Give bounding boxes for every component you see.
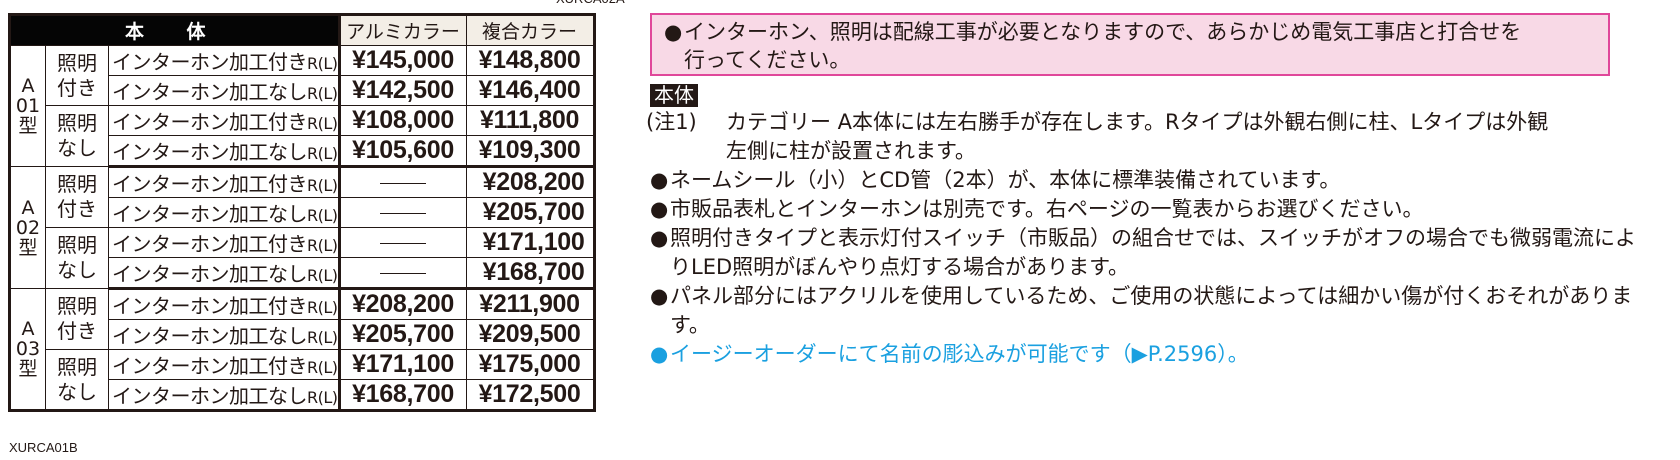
item-name-cell: インターホン加工なしR(L) [108, 197, 340, 228]
item-name-cell: インターホン加工なしR(L) [108, 319, 340, 350]
lighting-cell: 照明 付き [45, 45, 109, 106]
alumi-price-cell-empty [337, 257, 467, 290]
dash-icon [380, 213, 427, 214]
alumi-price-cell: ¥142,500 [337, 75, 467, 106]
composite-price-cell: ¥146,400 [465, 75, 595, 106]
table-row: A 01 型 照明 付きインターホン加工付きR(L)¥145,000¥148,8… [9, 45, 595, 167]
notice-line-1: インターホン、照明は配線工事が必要となりますので、あらかじめ電気工事店と打合せを [684, 20, 1522, 44]
model-type-cell: A 03 型 [9, 288, 46, 411]
table-row: インターホン加工なしR(L)¥168,700¥172,500 [10, 379, 595, 412]
note-1: (注1) カテゴリー A本体には左右勝手が存在します。Rタイプは外観右側に柱、L… [646, 108, 1650, 166]
composite-price-cell: ¥208,200 [465, 166, 595, 198]
table-row: インターホン加工なしR(L)¥142,500¥146,400 [10, 75, 595, 106]
note-item: ●パネル部分にはアクリルを使用しているため、ご使用の状態によっては細かい傷が付く… [650, 284, 1633, 337]
price-table: 本 体 アルミカラー 複合カラー A 01 型 照明 付きインターホン加工付きR… [8, 13, 596, 412]
lighting-cell: 照明 なし [45, 349, 109, 411]
note-1-line-1: カテゴリー A本体には左右勝手が存在します。Rタイプは外観右側に柱、Lタイプは外… [726, 110, 1549, 134]
lighting-cell: 照明 付き [45, 166, 109, 228]
bullet-icon: ● [664, 20, 683, 44]
model-type-cell: A 02 型 [9, 166, 46, 289]
item-name-cell: インターホン加工なしR(L) [108, 257, 340, 290]
dash-icon [380, 183, 427, 184]
alumi-price-cell: ¥171,100 [337, 349, 467, 380]
item-name-cell: インターホン加工なしR(L) [108, 379, 340, 412]
notice-line-2: 行ってください。 [684, 48, 851, 72]
alumi-price-cell-empty [337, 197, 467, 228]
composite-price-cell: ¥209,500 [465, 319, 595, 350]
item-name-cell: インターホン加工付きR(L) [108, 349, 340, 380]
alumi-price-cell-empty [337, 227, 467, 258]
composite-price-cell: ¥205,700 [465, 197, 595, 228]
notes-list: (注1) カテゴリー A本体には左右勝手が存在します。Rタイプは外観右側に柱、L… [646, 108, 1650, 369]
dash-icon [380, 243, 427, 244]
lighting-cell: 照明 なし [45, 105, 109, 167]
bullet-icon: ● [650, 168, 669, 192]
lighting-cell: 照明 付き [45, 288, 109, 350]
composite-price-cell: ¥171,100 [465, 227, 595, 258]
header-composite-color: 複合カラー [465, 14, 595, 46]
item-name-cell: インターホン加工付きR(L) [108, 45, 340, 76]
composite-price-cell: ¥111,800 [465, 105, 595, 136]
table-row: インターホン加工なしR(L) ¥205,700 [10, 197, 595, 228]
easy-order-link[interactable]: ● イージーオーダーにて名前の彫込みが可能です（▶P.2596）。 [650, 340, 1650, 369]
model-type-cell: A 01 型 [9, 45, 46, 167]
alumi-price-cell: ¥145,000 [337, 45, 467, 76]
note-item: ●ネームシール（小）とCD管（2本）が、本体に標準装備されています。 [650, 166, 1650, 195]
section-badge: 本体 [650, 84, 698, 107]
item-name-cell: インターホン加工付きR(L) [108, 288, 340, 320]
bullet-icon: ● [650, 284, 669, 308]
header-main: 本 体 [9, 14, 340, 46]
header-alumi-color: アルミカラー [337, 14, 467, 46]
table-row: 照明 なしインターホン加工付きR(L)¥171,100¥175,000 [10, 349, 595, 411]
alumi-price-cell: ¥105,600 [337, 135, 467, 168]
alumi-price-cell: ¥208,200 [337, 288, 467, 320]
note-1-label: (注1) [646, 110, 697, 134]
alumi-price-cell: ¥168,700 [337, 379, 467, 412]
item-name-cell: インターホン加工なしR(L) [108, 75, 340, 106]
table-row: インターホン加工なしR(L)¥105,600¥109,300 [10, 135, 595, 168]
lighting-cell: 照明 なし [45, 227, 109, 289]
item-name-cell: インターホン加工付きR(L) [108, 166, 340, 198]
item-name-cell: インターホン加工なしR(L) [108, 135, 340, 168]
note-item: ●市販品表札とインターホンは別売です。右ページの一覧表からお選びください。 [650, 195, 1650, 224]
item-name-cell: インターホン加工付きR(L) [108, 105, 340, 136]
composite-price-cell: ¥172,500 [465, 379, 595, 412]
dash-icon [380, 273, 427, 274]
composite-price-cell: ¥211,900 [465, 288, 595, 320]
composite-price-cell: ¥175,000 [465, 349, 595, 380]
table-row: A 02 型 照明 付きインターホン加工付きR(L) ¥208,200 [9, 166, 595, 289]
bullet-icon: ● [650, 342, 669, 366]
composite-price-cell: ¥168,700 [465, 257, 595, 290]
alumi-price-cell: ¥205,700 [337, 319, 467, 350]
bullet-icon: ● [650, 226, 669, 250]
table-code-bottom: XURCA01B [9, 440, 78, 455]
wiring-notice-box: ●インターホン、照明は配線工事が必要となりますので、あらかじめ電気工事店と打合せ… [650, 13, 1610, 76]
table-row: 照明 なしインターホン加工付きR(L)¥108,000¥111,800 [10, 105, 595, 167]
table-row: 照明 なしインターホン加工付きR(L) ¥171,100 [10, 227, 595, 289]
table-row: インターホン加工なしR(L)¥205,700¥209,500 [10, 319, 595, 350]
easy-order-text: イージーオーダーにて名前の彫込みが可能です（▶P.2596）。 [670, 342, 1249, 366]
table-row: A 03 型 照明 付きインターホン加工付きR(L)¥208,200¥211,9… [9, 288, 595, 411]
bullet-icon: ● [650, 197, 669, 221]
note-1-line-2: 左側に柱が設置されます。 [726, 139, 976, 163]
alumi-price-cell-empty [337, 166, 467, 198]
composite-price-cell: ¥109,300 [465, 135, 595, 168]
composite-price-cell: ¥148,800 [465, 45, 595, 76]
table-row: インターホン加工なしR(L) ¥168,700 [10, 257, 595, 290]
alumi-price-cell: ¥108,000 [337, 105, 467, 136]
note-item: ●照明付きタイプと表示灯付スイッチ（市販品）の組合せでは、スイッチがオフの場合で… [650, 226, 1636, 279]
item-name-cell: インターホン加工付きR(L) [108, 227, 340, 258]
table-code-top: XURCA02A [556, 0, 625, 6]
